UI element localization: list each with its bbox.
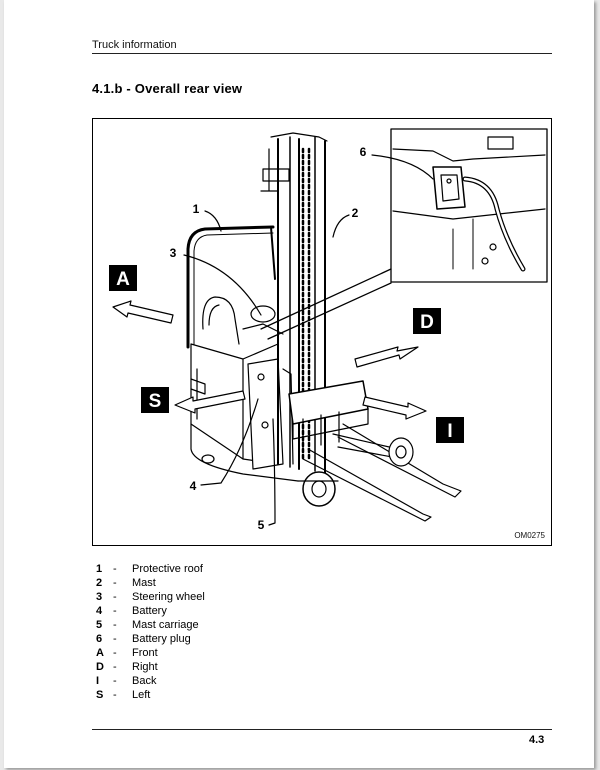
- legend-text: Left: [132, 689, 151, 701]
- legend-dash: -: [113, 619, 117, 631]
- legend-text: Protective roof: [132, 563, 203, 575]
- legend-dash: -: [113, 647, 117, 659]
- legend-key: 2: [96, 577, 103, 589]
- callout-3: 3: [170, 246, 177, 260]
- legend-text: Front: [132, 647, 158, 659]
- manual-page: Truck information 4.1.b - Overall rear v…: [4, 0, 594, 768]
- legend-key: 6: [96, 633, 103, 645]
- legend-dash: -: [113, 605, 117, 617]
- legend-text: Battery plug: [132, 633, 191, 645]
- direction-label-a: A: [116, 269, 130, 290]
- legend-text: Mast: [132, 577, 156, 589]
- legend-dash: -: [113, 661, 117, 673]
- legend-key: S: [96, 689, 104, 701]
- legend-key: I: [96, 675, 100, 687]
- legend-dash: -: [113, 577, 117, 589]
- callout-2: 2: [352, 206, 359, 220]
- legend-dash: -: [113, 633, 117, 645]
- legend-key: 5: [96, 619, 103, 631]
- callout-1: 1: [193, 202, 200, 216]
- legend-text: Mast carriage: [132, 619, 199, 631]
- legend-text: Steering wheel: [132, 591, 205, 603]
- callout-4: 4: [190, 479, 197, 493]
- forklift-drawing: A D S I 1 2 3 4 5 6: [109, 128, 548, 532]
- header-divider: [92, 53, 552, 54]
- legend-dash: -: [113, 563, 117, 575]
- page-number: 4.3: [529, 734, 545, 746]
- legend-dash: -: [113, 675, 117, 687]
- direction-label-s: S: [149, 391, 162, 412]
- running-header: Truck information: [92, 39, 177, 51]
- legend-key: D: [96, 661, 104, 673]
- legend-dash: -: [113, 689, 117, 701]
- legend-key: A: [96, 647, 104, 659]
- direction-label-d: D: [420, 312, 434, 333]
- direction-label-i: I: [447, 421, 452, 442]
- legend-key: 3: [96, 591, 103, 603]
- legend-key: 4: [96, 605, 103, 617]
- legend-text: Battery: [132, 605, 167, 617]
- callout-6: 6: [360, 145, 367, 159]
- callout-5: 5: [258, 518, 265, 532]
- legend-text: Back: [132, 675, 157, 687]
- section-title: 4.1.b - Overall rear view: [92, 81, 243, 96]
- legend-key: 1: [96, 563, 103, 575]
- forklift-illustration: A D S I 1 2 3 4 5 6 OM0275: [92, 118, 552, 546]
- footer-divider: [92, 729, 552, 730]
- legend-dash: -: [113, 591, 117, 603]
- figure-code: OM0275: [514, 531, 545, 540]
- legend-text: Right: [132, 661, 158, 673]
